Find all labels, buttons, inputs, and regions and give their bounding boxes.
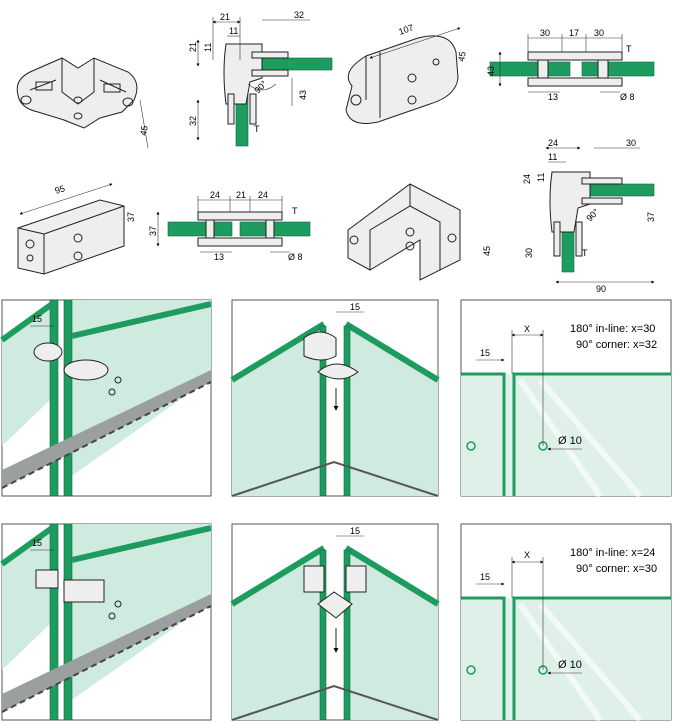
- dim-107: 107: [397, 22, 415, 37]
- note-r1-line1: 180° in-line: x=30: [570, 323, 655, 335]
- x-label-r2: X: [524, 550, 530, 560]
- iso-corner-clamp-2-drawing: 45: [347, 183, 492, 281]
- dim-90deg-2: 90°: [584, 206, 601, 223]
- corner-clamp-2-section: 24 11 30 24 11 30 37 90° T 90: [522, 138, 656, 294]
- dim-21-left: 21: [188, 42, 198, 52]
- flat-clamp-section: 24 21 24 37 13 Ø 8 T: [148, 190, 311, 262]
- dim-95: 95: [54, 183, 67, 196]
- dim-45: 45: [138, 125, 150, 137]
- x-label-r1: X: [524, 324, 530, 334]
- dim-15-r2-mid: 15: [350, 526, 360, 536]
- dim-21-top: 21: [220, 12, 230, 22]
- note-r2-line2: 90° corner: x=30: [576, 563, 657, 575]
- dim-24c: 24: [548, 138, 558, 148]
- dim-11c: 11: [548, 152, 557, 162]
- dim-d8b: Ø 8: [288, 252, 303, 262]
- panel-row1-right: X 15 Ø 10 180° in-line: x=30 90° corner:…: [460, 299, 672, 498]
- dim-30d: 30: [524, 248, 534, 258]
- dim-45b: 45: [456, 51, 468, 63]
- dim-30a: 30: [540, 28, 550, 38]
- dim-15-r2-left: 15: [32, 538, 42, 548]
- corner-clamp-section: 21 11 32 21 11 32 43 90° T: [188, 10, 333, 147]
- dim-17: 17: [569, 28, 579, 38]
- dim-45c: 45: [482, 246, 492, 256]
- dim-15-r2-right: 15: [480, 572, 490, 582]
- dim-21b: 21: [236, 190, 246, 200]
- iso-corner-clamp-drawing: 45: [16, 57, 150, 149]
- dim-37a: 37: [126, 212, 136, 222]
- iso-oval-clamp-drawing: 107 45: [345, 22, 468, 124]
- dim-30c: 30: [626, 138, 636, 148]
- dim-Tc: T: [582, 248, 588, 258]
- dim-24d: 24: [522, 174, 532, 184]
- dim-90deg-1: 90°: [252, 78, 269, 95]
- dim-37c: 37: [646, 212, 656, 222]
- dim-24a: 24: [210, 190, 220, 200]
- panel-row1-middle: 15: [230, 299, 440, 497]
- iso-flat-clamp-drawing: 95 37: [17, 183, 136, 275]
- dim-Ta: T: [626, 44, 632, 54]
- panel-row2-middle: 15: [230, 523, 440, 721]
- dim-43b: 43: [486, 66, 496, 76]
- note-r1-line2: 90° corner: x=32: [576, 339, 657, 351]
- dim-90: 90: [596, 284, 606, 294]
- dim-43: 43: [298, 90, 308, 100]
- hole-label-r1: Ø 10: [558, 435, 582, 447]
- dim-11-left: 11: [203, 43, 213, 52]
- dim-d8a: Ø 8: [620, 92, 635, 102]
- dim-32-top: 32: [294, 10, 304, 20]
- panel-row2-right: X 15 Ø 10 180° in-line: x=24 90° corner:…: [460, 523, 672, 722]
- dim-15-r1-left: 15: [32, 314, 42, 324]
- panel-row1-left: 15: [0, 299, 212, 497]
- dim-37b: 37: [148, 226, 158, 236]
- dim-13b: 13: [214, 252, 224, 262]
- dim-13a: 13: [548, 92, 558, 102]
- dim-11-top: 11: [229, 26, 238, 36]
- oval-clamp-section: 30 17 30 43 13 Ø 8 T: [486, 28, 655, 102]
- dim-11d: 11: [536, 173, 546, 182]
- dim-30b: 30: [594, 28, 604, 38]
- panel-row2-left: 15: [0, 523, 212, 721]
- note-r2-line1: 180° in-line: x=24: [570, 547, 655, 559]
- dim-Tb: T: [292, 206, 298, 216]
- hole-label-r2: Ø 10: [558, 659, 582, 671]
- dim-32-left: 32: [188, 116, 198, 126]
- dim-T-1: T: [254, 124, 260, 134]
- dim-24b: 24: [258, 190, 268, 200]
- dim-15-r1-right: 15: [480, 348, 490, 358]
- dim-15-r1-mid: 15: [350, 302, 360, 312]
